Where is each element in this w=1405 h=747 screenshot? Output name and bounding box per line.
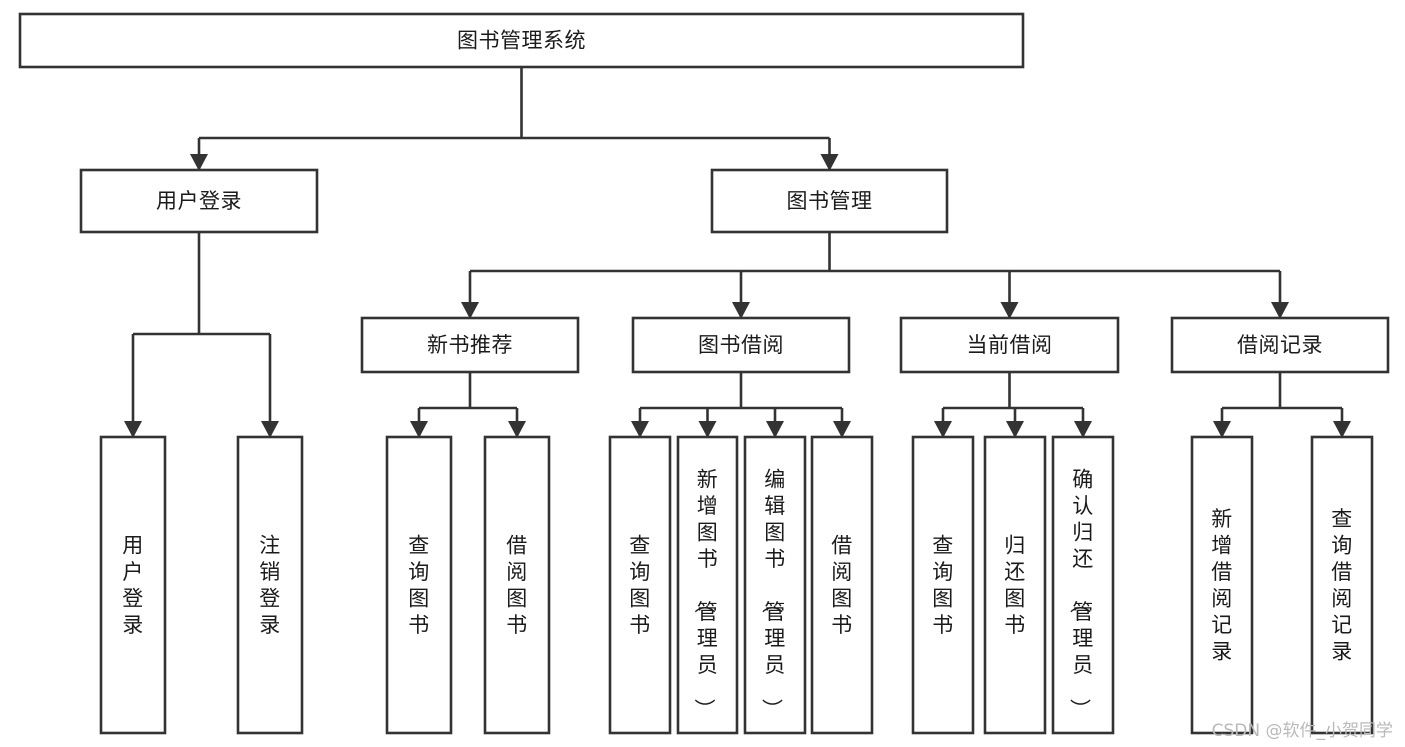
arrow-head-icon xyxy=(732,302,750,319)
node-box[interactable] xyxy=(1170,316,1390,374)
node-label: 查询图书 xyxy=(629,534,651,638)
node-box[interactable] xyxy=(911,435,975,735)
node-box[interactable] xyxy=(810,435,874,735)
node-label: 图书借阅 xyxy=(698,333,784,357)
arrow-head-icon xyxy=(934,421,952,438)
node-box[interactable] xyxy=(676,435,739,735)
node-label: 新增借阅记录 xyxy=(1211,507,1233,664)
node-book-management[interactable]: 图书管理 xyxy=(710,168,949,234)
node-leaf-edit-book[interactable]: 编辑图书（管理员） xyxy=(743,435,807,735)
arrow-head-icon xyxy=(1271,302,1289,319)
arrow-head-icon xyxy=(1000,302,1019,319)
node-box[interactable] xyxy=(79,168,319,234)
arrow-head-icon xyxy=(261,421,279,438)
node-box[interactable] xyxy=(631,316,851,374)
node-box[interactable] xyxy=(1190,435,1254,735)
node-leaf-confirm-return[interactable]: 确认归还（管理员） xyxy=(1051,435,1115,735)
node-leaf-query-book-borrow[interactable]: 查询图书 xyxy=(608,435,672,735)
node-box[interactable] xyxy=(983,435,1047,735)
node-leaf-query-borrow-record[interactable]: 查询借阅记录 xyxy=(1310,435,1374,735)
node-box[interactable] xyxy=(608,435,672,735)
node-leaf-query-book-current[interactable]: 查询图书 xyxy=(911,435,975,735)
arrow-head-icon xyxy=(1006,421,1024,438)
node-label: 用户登录 xyxy=(122,534,144,638)
node-box[interactable] xyxy=(899,316,1120,374)
node-label: 查询图书 xyxy=(408,534,430,638)
node-label: 新增图书（管理员） xyxy=(692,467,719,719)
connector-layer xyxy=(124,67,1351,438)
arrow-head-icon xyxy=(820,154,839,171)
node-leaf-query-book-recommend[interactable]: 查询图书 xyxy=(385,435,453,735)
node-label: 借阅图书 xyxy=(506,534,528,638)
csdn-watermark: CSDN @软件_小贺同学 xyxy=(1211,721,1393,741)
node-label: 归还图书 xyxy=(1004,534,1026,638)
arrow-head-icon xyxy=(124,421,142,438)
node-box[interactable] xyxy=(99,435,167,735)
node-leaf-add-borrow-record[interactable]: 新增借阅记录 xyxy=(1190,435,1254,735)
node-leaf-logout-login[interactable]: 注销登录 xyxy=(236,435,304,735)
node-label: 图书管理 xyxy=(787,189,873,213)
node-new-book-recommend[interactable]: 新书推荐 xyxy=(360,316,580,374)
node-leaf-user-login[interactable]: 用户登录 xyxy=(99,435,167,735)
arrow-head-icon xyxy=(1333,421,1351,438)
node-root[interactable]: 图书管理系统 xyxy=(18,12,1025,69)
arrow-head-icon xyxy=(698,421,717,438)
node-label: 查询图书 xyxy=(932,534,954,638)
arrow-head-icon xyxy=(410,421,428,438)
node-box[interactable] xyxy=(710,168,949,234)
arrow-head-icon xyxy=(833,421,851,438)
node-box[interactable] xyxy=(1051,435,1115,735)
node-box[interactable] xyxy=(1310,435,1374,735)
node-label: 当前借阅 xyxy=(967,333,1053,357)
node-label: 注销登录 xyxy=(259,534,281,638)
arrow-head-icon xyxy=(766,421,784,438)
node-box[interactable] xyxy=(743,435,807,735)
arrow-head-icon xyxy=(190,154,208,171)
node-layer: 图书管理系统用户登录图书管理新书推荐图书借阅当前借阅借阅记录用户登录注销登录查询… xyxy=(18,12,1390,735)
node-box[interactable] xyxy=(18,12,1025,69)
node-label: 图书管理系统 xyxy=(457,29,586,53)
node-user-login[interactable]: 用户登录 xyxy=(79,168,319,234)
node-label: 借阅图书 xyxy=(831,534,853,638)
arrow-head-icon xyxy=(631,421,649,438)
node-label: 编辑图书（管理员） xyxy=(759,467,786,719)
node-label: 查询借阅记录 xyxy=(1331,507,1353,664)
node-leaf-return-book[interactable]: 归还图书 xyxy=(983,435,1047,735)
arrow-head-icon xyxy=(508,421,526,438)
arrow-head-icon xyxy=(1213,421,1231,438)
node-label: 确认归还（管理员） xyxy=(1067,467,1094,719)
node-leaf-borrow-book[interactable]: 借阅图书 xyxy=(810,435,874,735)
node-leaf-borrow-book-recommend[interactable]: 借阅图书 xyxy=(483,435,551,735)
node-box[interactable] xyxy=(483,435,551,735)
arrow-head-icon xyxy=(461,302,479,319)
node-box[interactable] xyxy=(385,435,453,735)
node-box[interactable] xyxy=(236,435,304,735)
node-label: 用户登录 xyxy=(156,189,242,213)
node-leaf-add-book[interactable]: 新增图书（管理员） xyxy=(676,435,739,735)
node-label: 借阅记录 xyxy=(1237,333,1323,357)
node-label: 新书推荐 xyxy=(427,333,513,357)
node-borrow-record[interactable]: 借阅记录 xyxy=(1170,316,1390,374)
node-current-borrow[interactable]: 当前借阅 xyxy=(899,316,1120,374)
arrow-head-icon xyxy=(1074,421,1092,438)
node-book-borrow[interactable]: 图书借阅 xyxy=(631,316,851,374)
node-box[interactable] xyxy=(360,316,580,374)
